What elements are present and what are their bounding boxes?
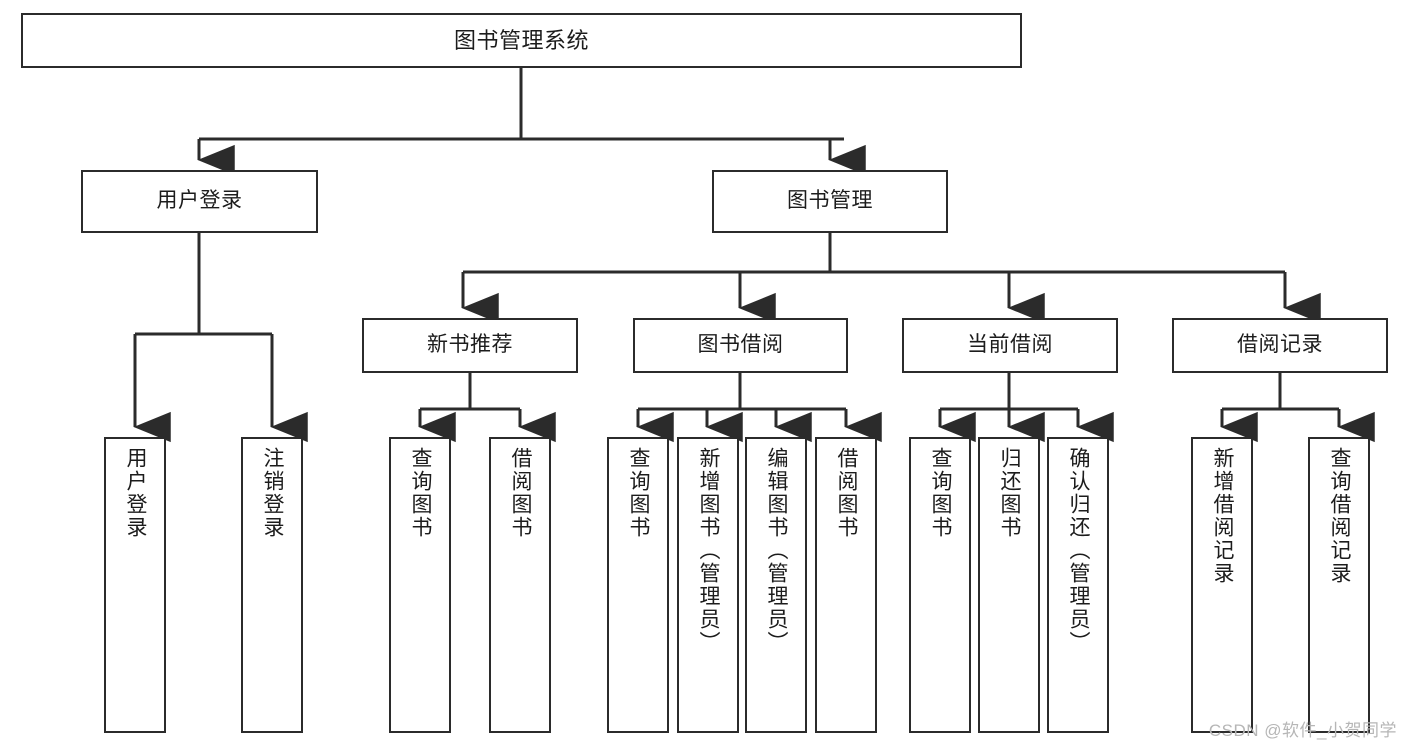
node-leaf-return-book[interactable]: 归还图书 <box>978 437 1040 733</box>
node-leaf-query-book-2-label: 查询图书 <box>627 447 651 539</box>
node-root-label: 图书管理系统 <box>453 27 589 53</box>
node-leaf-edit-book-label: 编辑图书（管理员） <box>765 447 789 654</box>
node-leaf-user-logout[interactable]: 注销登录 <box>241 437 303 733</box>
node-leaf-confirm-return-label: 确认归还（管理员） <box>1067 447 1091 654</box>
node-leaf-query-book-1[interactable]: 查询图书 <box>389 437 451 733</box>
node-book-borrow[interactable]: 图书借阅 <box>633 318 848 373</box>
node-leaf-return-book-label: 归还图书 <box>998 447 1022 539</box>
node-user-login[interactable]: 用户登录 <box>81 170 318 233</box>
node-leaf-add-record-label: 新增借阅记录 <box>1211 447 1235 585</box>
node-leaf-user-logout-label: 注销登录 <box>261 447 285 539</box>
node-leaf-borrow-book-2[interactable]: 借阅图书 <box>815 437 877 733</box>
node-leaf-borrow-book-2-label: 借阅图书 <box>835 447 859 539</box>
node-leaf-add-record[interactable]: 新增借阅记录 <box>1191 437 1253 733</box>
node-leaf-query-book-3-label: 查询图书 <box>929 447 953 539</box>
node-borrow-record-label: 借阅记录 <box>1237 333 1323 357</box>
node-leaf-user-login[interactable]: 用户登录 <box>104 437 166 733</box>
node-leaf-add-book[interactable]: 新增图书（管理员） <box>677 437 739 733</box>
node-leaf-user-login-label: 用户登录 <box>124 447 148 539</box>
node-borrow-record[interactable]: 借阅记录 <box>1172 318 1388 373</box>
watermark-text: CSDN @软件_小贺同学 <box>1208 721 1397 740</box>
node-user-login-label: 用户登录 <box>156 189 243 213</box>
node-leaf-query-book-3[interactable]: 查询图书 <box>909 437 971 733</box>
node-leaf-edit-book[interactable]: 编辑图书（管理员） <box>745 437 807 733</box>
node-leaf-query-book-2[interactable]: 查询图书 <box>607 437 669 733</box>
node-leaf-borrow-book-1[interactable]: 借阅图书 <box>489 437 551 733</box>
node-leaf-query-record-label: 查询借阅记录 <box>1328 447 1352 585</box>
node-leaf-add-book-label: 新增图书（管理员） <box>697 447 721 654</box>
node-leaf-query-record[interactable]: 查询借阅记录 <box>1308 437 1370 733</box>
node-book-manage[interactable]: 图书管理 <box>712 170 948 233</box>
node-root[interactable]: 图书管理系统 <box>21 13 1022 68</box>
node-book-borrow-label: 图书借阅 <box>697 333 784 357</box>
node-current-borrow-label: 当前借阅 <box>967 333 1053 357</box>
node-leaf-query-book-1-label: 查询图书 <box>409 447 433 539</box>
node-current-borrow[interactable]: 当前借阅 <box>902 318 1118 373</box>
node-book-manage-label: 图书管理 <box>787 189 873 213</box>
node-leaf-confirm-return[interactable]: 确认归还（管理员） <box>1047 437 1109 733</box>
node-new-book-recommend[interactable]: 新书推荐 <box>362 318 578 373</box>
node-new-book-recommend-label: 新书推荐 <box>427 333 513 357</box>
node-leaf-borrow-book-1-label: 借阅图书 <box>509 447 533 539</box>
